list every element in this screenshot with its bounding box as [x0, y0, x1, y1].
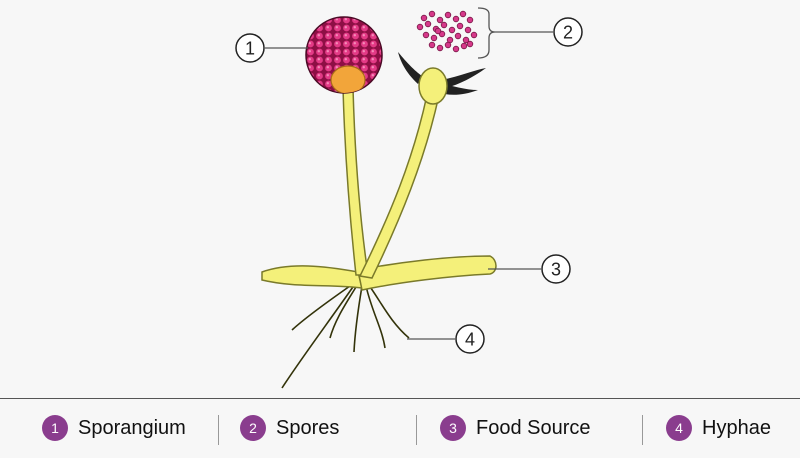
legend-item-spores: 2 Spores	[240, 413, 339, 443]
spore	[466, 16, 474, 24]
legend-label: Sporangium	[78, 416, 186, 439]
spores	[416, 10, 478, 53]
spore	[462, 36, 470, 44]
spore	[448, 26, 456, 34]
legend-label: Hyphae	[702, 416, 771, 439]
spore	[428, 10, 436, 18]
stolon-right	[357, 255, 497, 291]
spore	[436, 44, 444, 52]
legend-divider	[642, 415, 643, 445]
legend-badge: 2	[240, 415, 266, 441]
callout-4: 4	[407, 324, 485, 354]
rhizoids	[281, 283, 410, 389]
bread-mold-diagram: 1 2 3 4	[235, 7, 583, 389]
callout-1-number: 1	[245, 39, 255, 59]
spore	[420, 14, 428, 22]
legend-item-hyphae: 4 Hyphae	[666, 413, 771, 443]
spore	[454, 32, 462, 40]
legend: 1 Sporangium 2 Spores 3 Food Source 4 Hy…	[0, 398, 800, 458]
spore	[452, 45, 460, 53]
callout-3: 3	[488, 254, 571, 284]
legend-badge: 3	[440, 415, 466, 441]
spore	[422, 31, 430, 39]
spore	[444, 41, 452, 49]
callout-4-number: 4	[465, 330, 475, 350]
spore	[460, 42, 468, 50]
legend-badge: 4	[666, 415, 692, 441]
sporangium	[305, 16, 383, 94]
sporangiophore-right	[358, 94, 440, 279]
burst-sporangium	[398, 52, 486, 105]
legend-item-food-source: 3 Food Source	[440, 413, 591, 443]
spore	[444, 11, 452, 19]
legend-label: Food Source	[476, 416, 591, 439]
spore	[416, 23, 424, 31]
legend-divider	[416, 415, 417, 445]
spore	[452, 15, 460, 23]
legend-badge: 1	[42, 415, 68, 441]
sporangiophore-left	[342, 87, 369, 276]
spore	[434, 27, 442, 35]
legend-label: Spores	[276, 416, 340, 439]
spore	[464, 26, 472, 34]
legend-divider	[218, 415, 219, 445]
spore	[428, 41, 436, 49]
spore	[459, 10, 467, 18]
spore	[466, 40, 474, 48]
callout-2-number: 2	[563, 23, 573, 43]
spore	[456, 22, 464, 30]
spore	[436, 16, 444, 24]
spore	[424, 20, 432, 28]
stolon	[261, 265, 363, 289]
spore	[430, 34, 438, 42]
spore	[470, 31, 478, 39]
callout-1: 1	[235, 33, 308, 63]
callout-2: 2	[477, 7, 583, 59]
legend-item-sporangium: 1 Sporangium	[42, 413, 186, 443]
callout-3-number: 3	[551, 260, 561, 280]
spore	[440, 21, 448, 29]
